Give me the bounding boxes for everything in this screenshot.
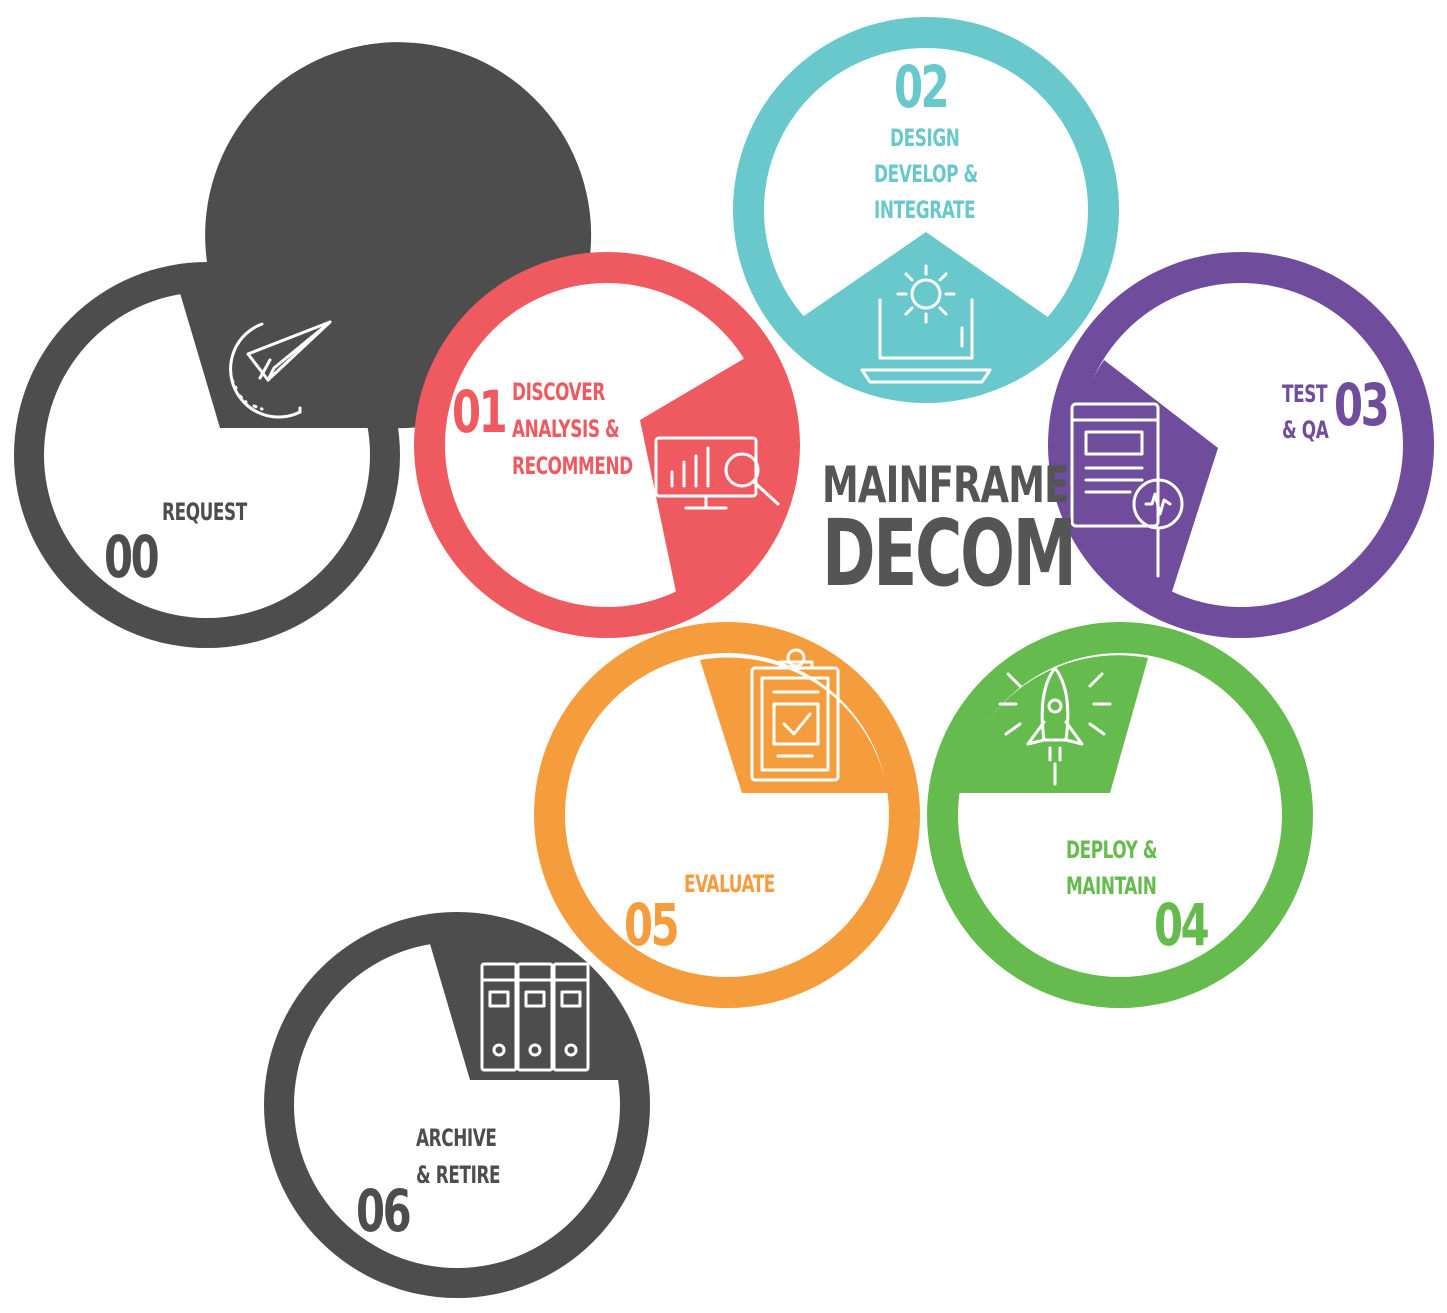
step-02-ring	[733, 17, 1119, 403]
step-00-ring	[14, 42, 592, 648]
title-line1: MAINFRAME	[822, 456, 1069, 514]
step-06-label-line2: & RETIRE	[416, 1161, 501, 1189]
step-03-label-line2: & QA	[1282, 416, 1329, 444]
step-01-ring	[414, 252, 800, 638]
step-02-number: 02	[894, 53, 950, 121]
step-00-label-line1: REQUEST	[162, 498, 247, 526]
step-04-label-line1: DEPLOY &	[1066, 836, 1158, 864]
step-01-label-line2: ANALYSIS &	[512, 415, 620, 443]
step-06-number: 06	[356, 1177, 412, 1245]
step-02-label-line1: DESIGN	[890, 124, 960, 152]
title-line2: DECOM	[822, 500, 1077, 607]
step-03-label-line1: TEST	[1282, 380, 1328, 408]
step-04-label-line2: MAINTAIN	[1066, 872, 1157, 900]
monitor-chart-search-icon	[654, 436, 780, 510]
step-02-label-line2: DEVELOP &	[874, 160, 978, 188]
step-04-number: 04	[1154, 891, 1210, 959]
step-05-ring	[534, 622, 920, 1008]
step-05-label-line1: EVALUATE	[684, 870, 775, 898]
clipboard-check-icon	[750, 648, 840, 782]
step-00-number: 00	[104, 523, 160, 591]
rocket-launch-icon	[998, 666, 1112, 786]
step-05-number: 05	[624, 891, 680, 959]
step-01-label-line1: DISCOVER	[512, 378, 605, 406]
step-06-ring	[264, 912, 650, 1298]
document-magnifier-icon	[1070, 402, 1184, 578]
binders-archive-icon	[480, 962, 590, 1072]
step-03-ring	[1048, 252, 1434, 638]
step-01-label-line3: RECOMMEND	[512, 452, 633, 480]
paper-plane-chat-icon	[229, 320, 332, 419]
step-04-ring	[927, 622, 1313, 1008]
step-03-number: 03	[1334, 371, 1390, 439]
step-01-number: 01	[452, 378, 508, 446]
step-06-label-line1: ARCHIVE	[416, 1124, 497, 1152]
step-02-label-line3: INTEGRATE	[874, 196, 976, 224]
laptop-gear-icon	[860, 264, 992, 384]
